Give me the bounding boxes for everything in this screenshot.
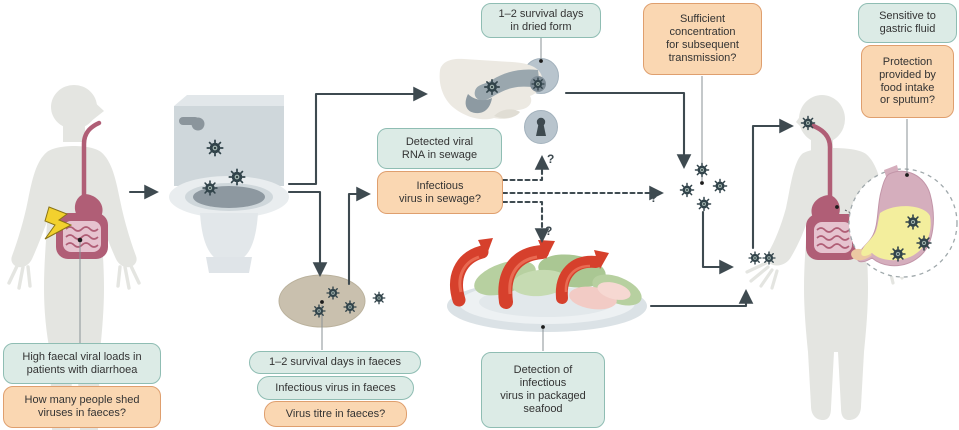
label-how-many-shed: How many people shed viruses in faeces? <box>3 386 161 428</box>
dashed-uncertainty-arrows <box>501 155 664 243</box>
label-protection-food-sputum: Protection provided by food intake or sp… <box>861 45 954 118</box>
label-infectious-virus-sewage: Infectious virus in sewage? <box>377 171 503 214</box>
question-mark: ? <box>547 152 555 166</box>
virus-icon <box>890 246 906 262</box>
arrow-toilet-to-handle <box>287 86 428 186</box>
label-detection-packaged-seafood: Detection of infectious virus in package… <box>481 352 605 428</box>
arrow-faeces-to-sewage <box>347 186 371 286</box>
arrow-cluster-to-hand <box>701 210 734 275</box>
arrow-toilet-to-faeces <box>287 190 328 277</box>
seafood-plate-icon <box>447 238 647 332</box>
virus-icon <box>916 235 932 251</box>
arrow-handle-to-cluster <box>564 91 692 169</box>
virus-icon <box>905 214 921 230</box>
label-survival-days-faeces: 1–2 survival days in faeces <box>249 351 421 374</box>
person-left-illustration <box>7 85 141 430</box>
label-sufficient-concentration: Sufficient concentration for subsequent … <box>643 3 762 75</box>
arrow-hand-to-mouth <box>751 118 794 250</box>
label-virus-titre-faeces: Virus titre in faeces? <box>264 401 407 427</box>
label-sensitive-gastric-fluid: Sensitive to gastric fluid <box>858 3 957 43</box>
arrow-sewage-to-keyhole <box>501 155 550 182</box>
label-high-faecal-loads: High faecal viral loads in patients with… <box>3 343 161 384</box>
lightning-icon <box>44 206 73 240</box>
arrow-sewage-to-seafood <box>501 200 550 243</box>
stomach-magnified-icon <box>848 165 958 278</box>
toilet-icon <box>169 95 289 273</box>
label-detected-rna-sewage: Detected viral RNA in sewage <box>377 128 502 169</box>
connector-dots <box>77 59 909 329</box>
pink-meat <box>569 282 631 310</box>
flow-arrows <box>128 86 794 308</box>
arrow-seafood-to-hand <box>649 289 754 308</box>
left-person-fingers <box>7 262 141 290</box>
gi-tract-right-illustration <box>806 122 860 260</box>
label-infectious-virus-faeces: Infectious virus in faeces <box>257 376 414 400</box>
question-mark: ? <box>545 224 553 238</box>
question-mark: ? <box>650 191 658 205</box>
label-dried-form: 1–2 survival days in dried form <box>481 3 601 38</box>
keyhole-icon <box>524 110 558 144</box>
shrimp <box>450 238 609 309</box>
